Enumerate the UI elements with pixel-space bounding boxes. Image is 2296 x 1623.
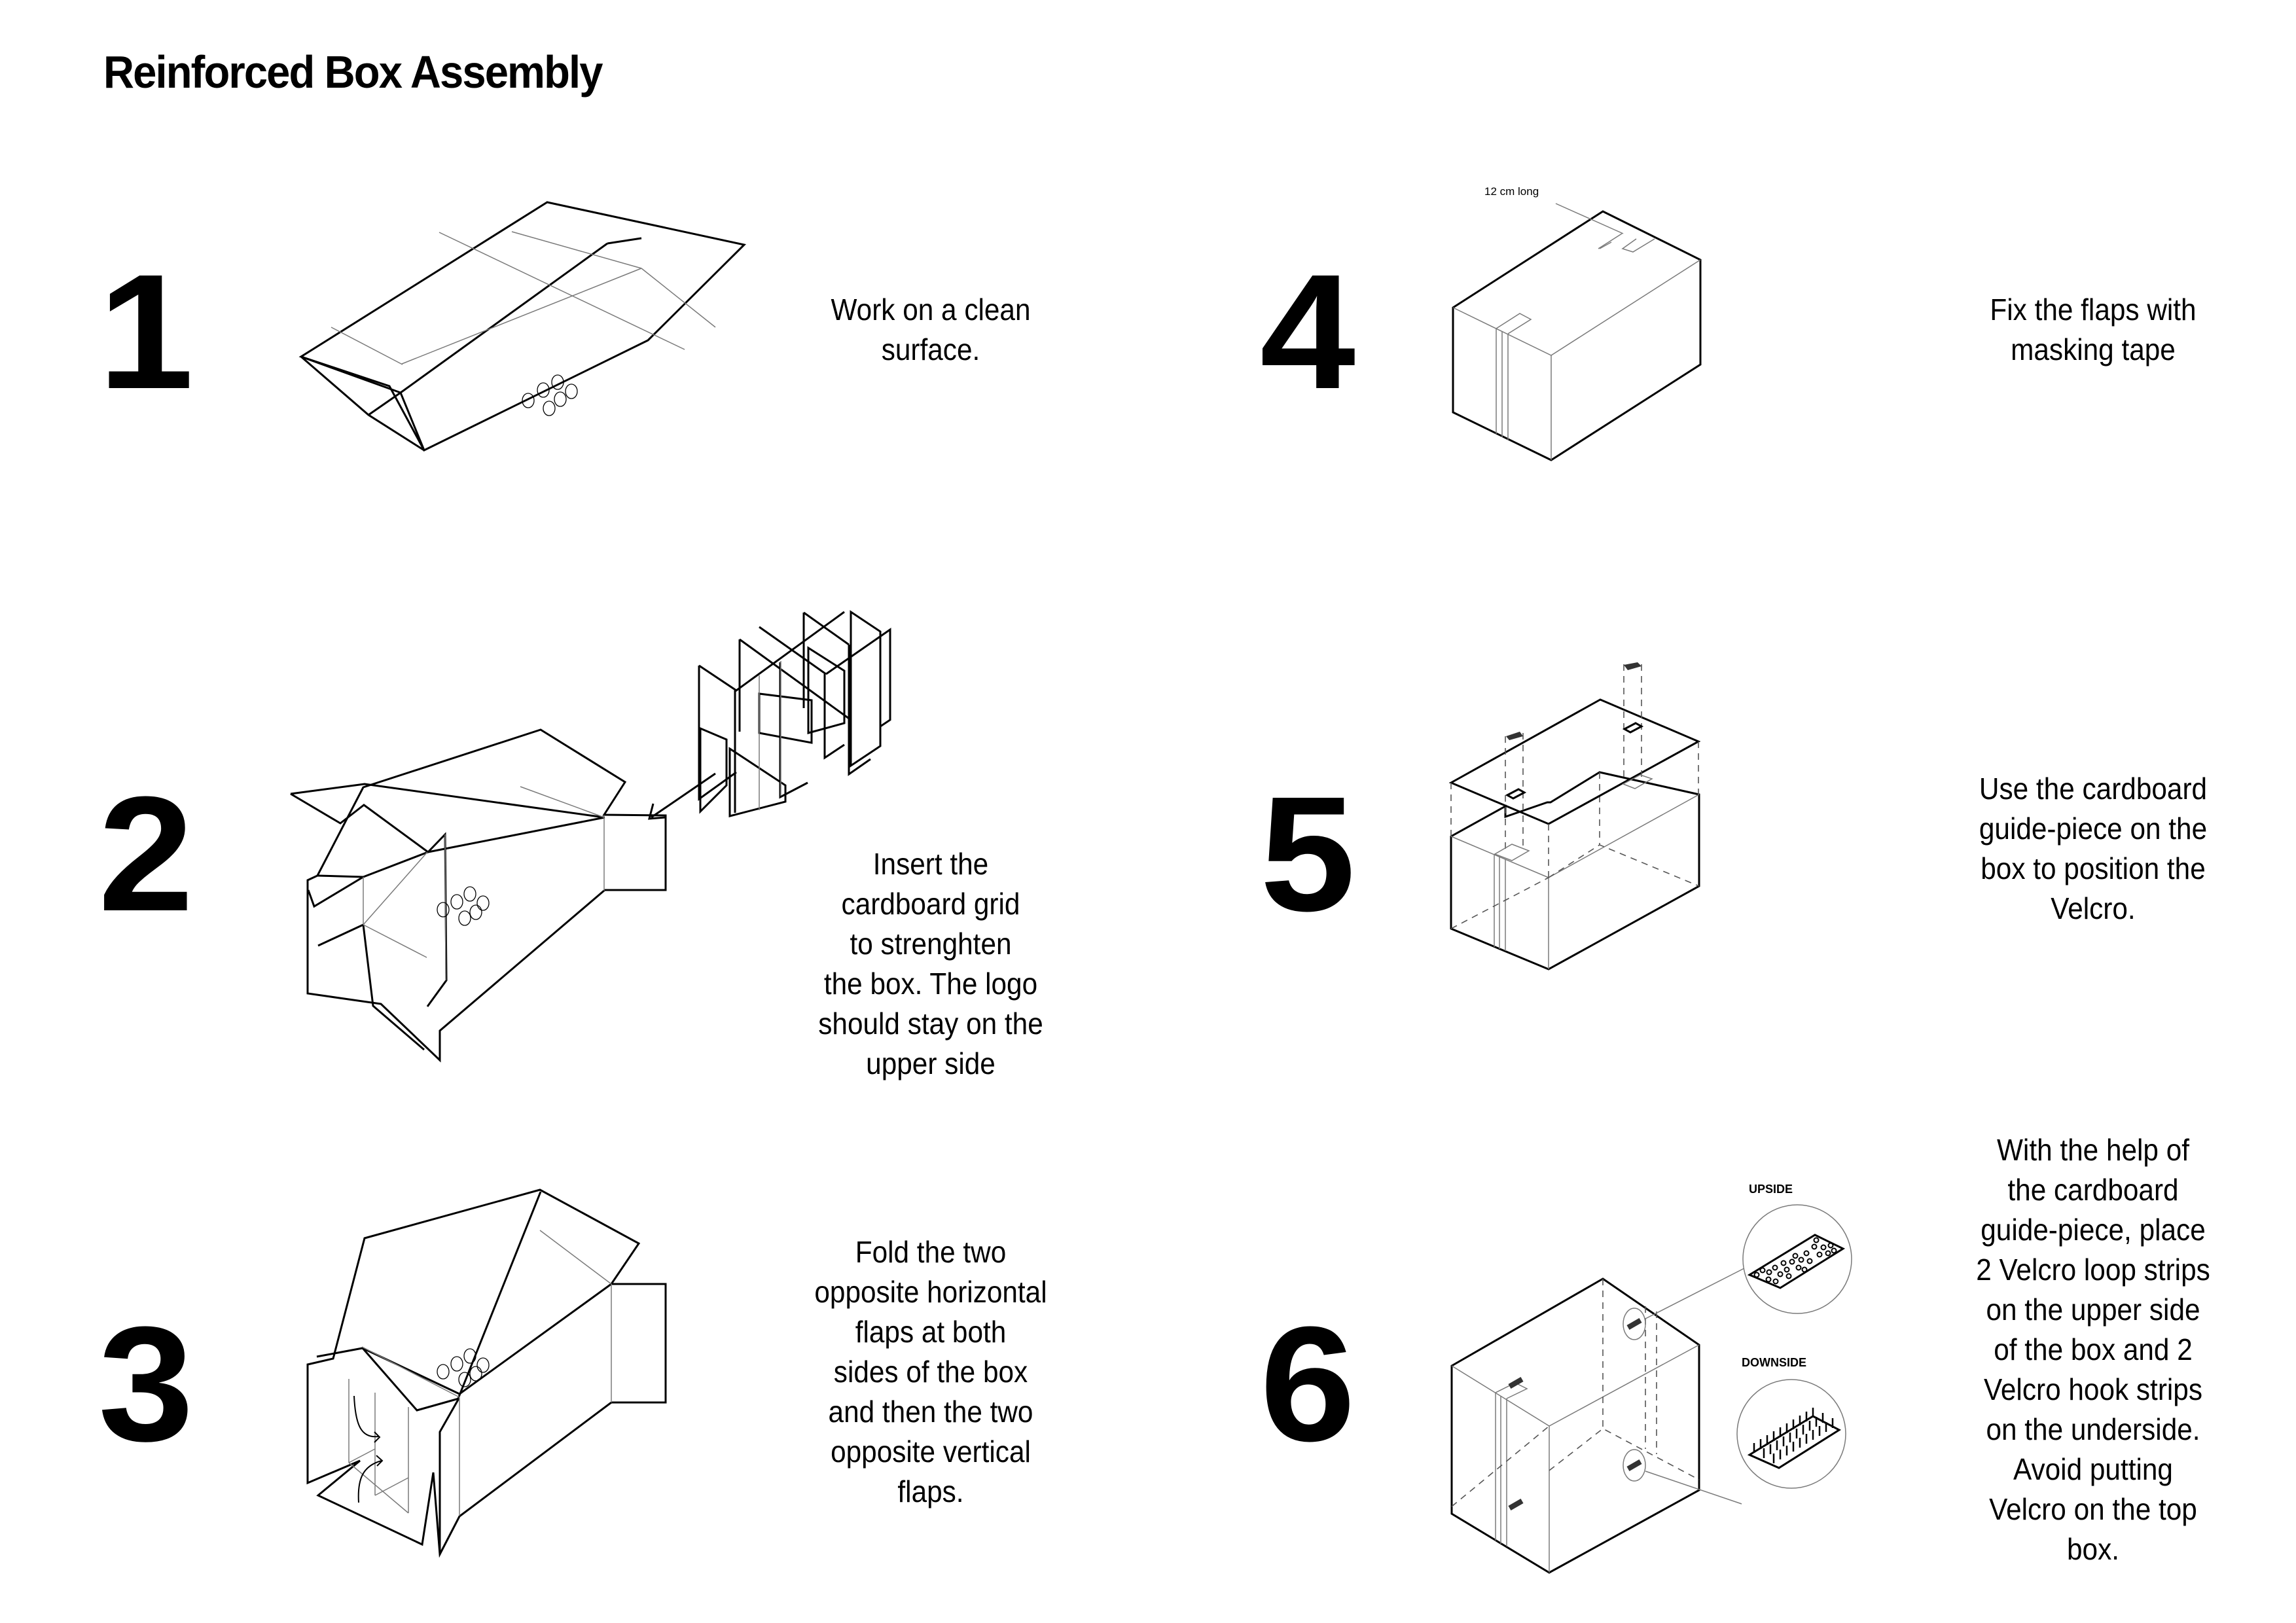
velcro-hook-detail-icon	[1736, 1379, 1846, 1489]
step-number-1: 1	[98, 240, 194, 423]
page-title: Reinforced Box Assembly	[103, 46, 603, 98]
step-1-text: Work on a clean surface.	[831, 293, 1031, 366]
step-3-folding-box-illustration	[306, 1188, 667, 1558]
downside-label: DOWNSIDE	[1742, 1356, 1806, 1369]
step-6-velcro-box-illustration	[1450, 1204, 1852, 1574]
step-number-5: 5	[1260, 762, 1355, 945]
tape-length-label: 12 cm long	[1484, 185, 1539, 198]
step-6-text: With the help of the cardboard guide-pie…	[1976, 1133, 2210, 1566]
step-number-2: 2	[98, 762, 194, 945]
step-4-taped-box-illustration	[1452, 203, 1702, 461]
step-1-flat-box-illustration	[298, 201, 747, 452]
insert-arrow-icon	[648, 772, 716, 820]
step-2-text: Insert the cardboard grid to strenghten …	[818, 847, 1043, 1080]
step-number-3: 3	[98, 1293, 194, 1475]
logo-circles-icon	[437, 1348, 490, 1387]
step-5-text: Use the cardboard guide-piece on the box…	[1979, 772, 2208, 925]
step-4-text: Fix the flaps with masking tape	[1990, 293, 2197, 366]
velcro-loop-detail-icon	[1742, 1204, 1852, 1314]
upside-label: UPSIDE	[1749, 1183, 1793, 1196]
cardboard-grid-illustration	[698, 610, 891, 817]
step-3-text: Fold the two opposite horizontal flaps a…	[814, 1235, 1047, 1508]
step-5-guide-piece-illustration	[1448, 662, 1701, 971]
step-number-6: 6	[1260, 1293, 1355, 1475]
logo-circles-icon	[437, 886, 490, 926]
logo-circles-icon	[522, 374, 578, 416]
step-number-4: 4	[1260, 240, 1355, 423]
